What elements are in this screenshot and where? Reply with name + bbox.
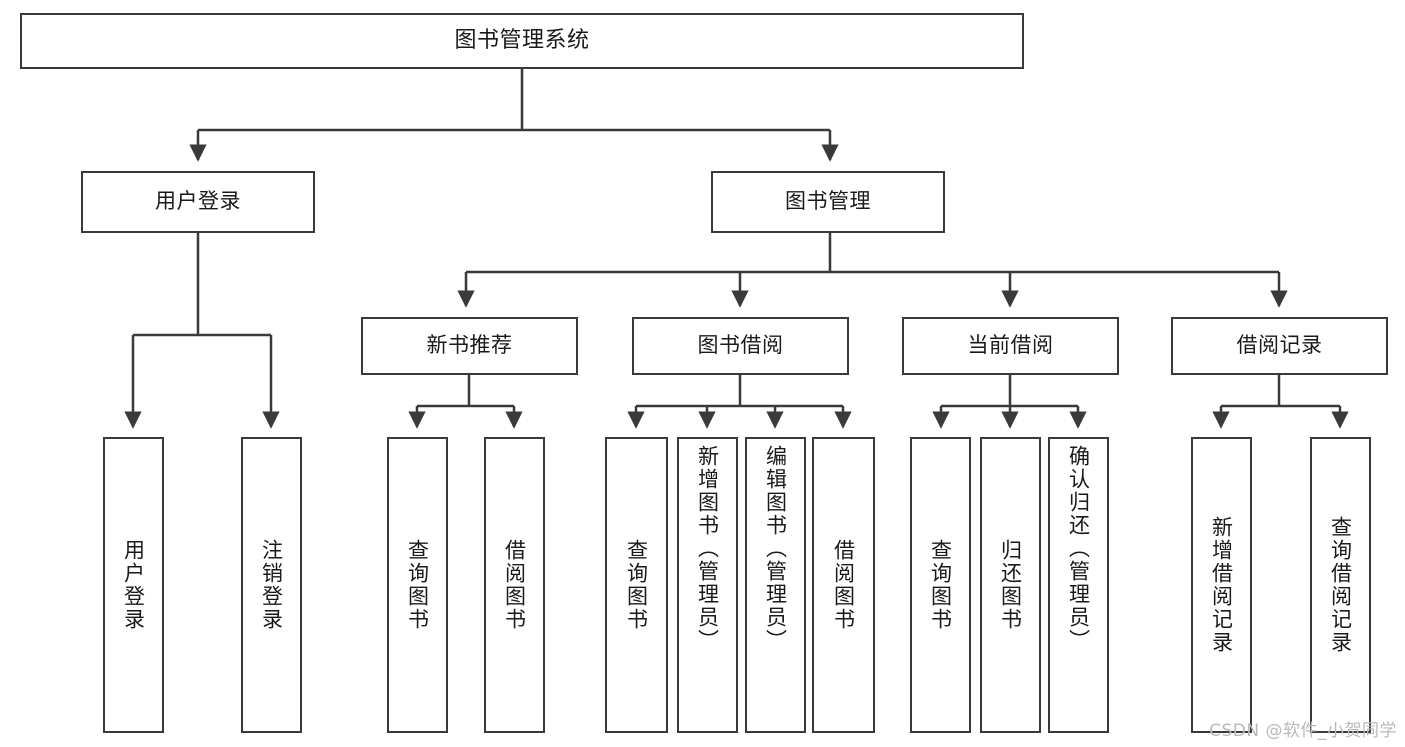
leaf-current-borrow-return[interactable]: 归还图书: [980, 437, 1041, 733]
leaf-borrow-record-add[interactable]: 新增借阅记录: [1191, 437, 1252, 733]
csdn-watermark: CSDN @软件_小贺同学: [1209, 721, 1397, 741]
node-label: 确认归还（管理员）: [1066, 445, 1091, 652]
leaf-user-login-login[interactable]: 用户登录: [103, 437, 164, 733]
node-label: 图书管理系统: [454, 27, 590, 53]
node-label: 借阅图书: [502, 539, 527, 631]
node-label: 用户登录: [155, 189, 241, 214]
node-current-borrow[interactable]: 当前借阅: [902, 317, 1119, 375]
node-label: 借阅记录: [1236, 333, 1323, 358]
node-label: 查询图书: [624, 539, 649, 631]
node-root-system[interactable]: 图书管理系统: [20, 13, 1024, 69]
leaf-new-book-query[interactable]: 查询图书: [387, 437, 448, 733]
leaf-current-borrow-confirm[interactable]: 确认归还（管理员）: [1048, 437, 1109, 733]
leaf-book-borrow-query[interactable]: 查询图书: [605, 437, 668, 733]
node-label: 查询图书: [405, 539, 430, 631]
node-label: 新增借阅记录: [1209, 516, 1234, 654]
node-label: 新增图书（管理员）: [695, 445, 720, 652]
leaf-current-borrow-query[interactable]: 查询图书: [910, 437, 971, 733]
node-label: 图书借阅: [697, 333, 784, 358]
node-label: 归还图书: [998, 539, 1023, 631]
node-label: 当前借阅: [967, 333, 1054, 358]
leaf-borrow-record-query[interactable]: 查询借阅记录: [1310, 437, 1371, 733]
node-label: 查询图书: [928, 539, 953, 631]
node-label: 编辑图书（管理员）: [763, 445, 788, 652]
node-new-book-recommend[interactable]: 新书推荐: [361, 317, 578, 375]
leaf-book-borrow-edit[interactable]: 编辑图书（管理员）: [745, 437, 806, 733]
leaf-user-login-logout[interactable]: 注销登录: [241, 437, 302, 733]
leaf-book-borrow-borrow[interactable]: 借阅图书: [812, 437, 875, 733]
node-label: 注销登录: [259, 539, 284, 631]
node-label: 用户登录: [121, 539, 146, 631]
leaf-book-borrow-add[interactable]: 新增图书（管理员）: [677, 437, 738, 733]
node-borrow-record[interactable]: 借阅记录: [1171, 317, 1388, 375]
node-book-borrow[interactable]: 图书借阅: [632, 317, 849, 375]
leaf-new-book-borrow[interactable]: 借阅图书: [484, 437, 545, 733]
node-label: 新书推荐: [426, 333, 513, 358]
node-label: 借阅图书: [831, 539, 856, 631]
node-label: 查询借阅记录: [1328, 516, 1353, 654]
node-user-login[interactable]: 用户登录: [81, 171, 315, 233]
node-label: 图书管理: [785, 189, 871, 214]
node-book-management[interactable]: 图书管理: [711, 171, 945, 233]
